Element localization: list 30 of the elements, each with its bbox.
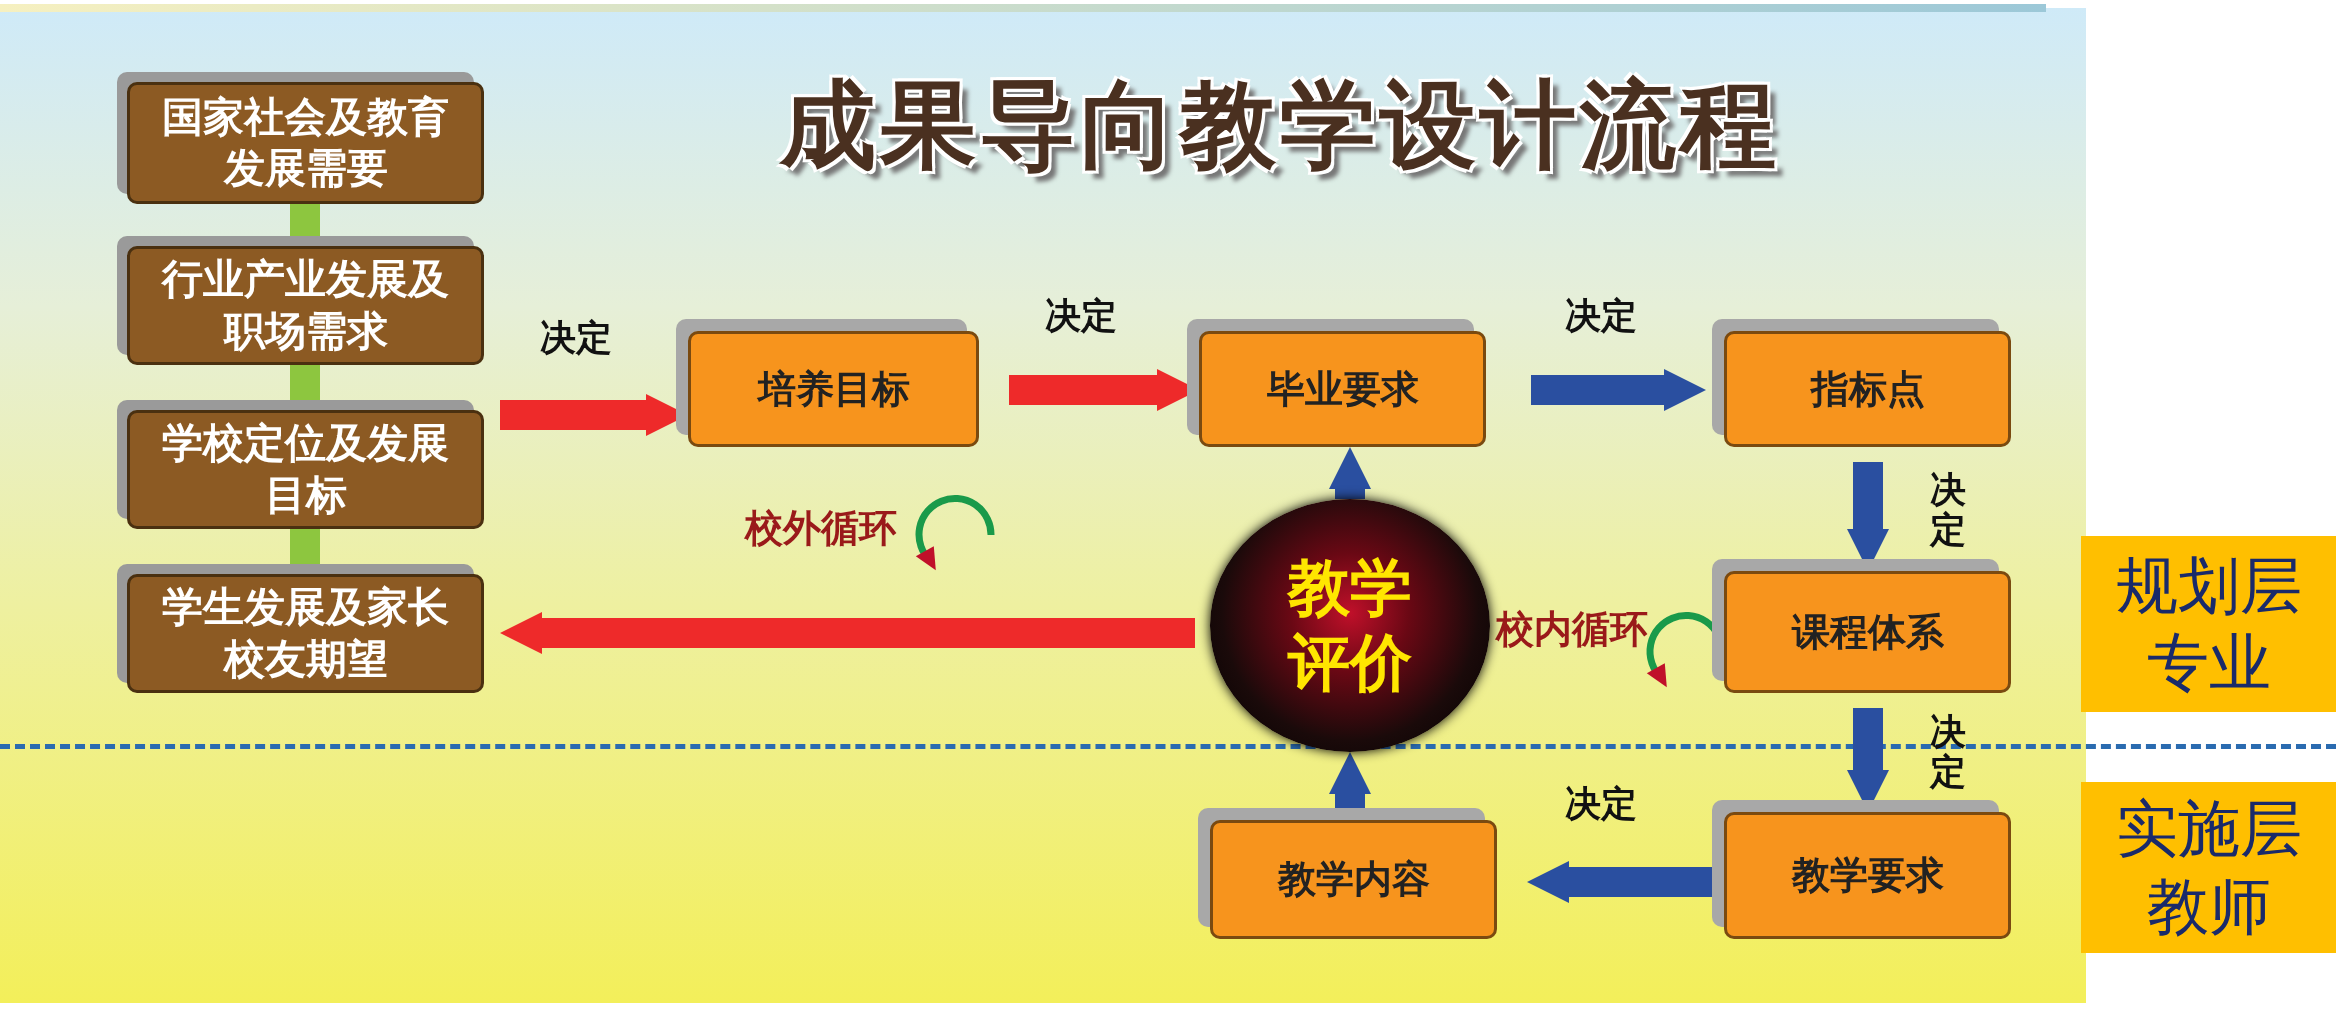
edge-label: 决定 — [1565, 784, 1637, 824]
edge-label: 决定 — [540, 318, 612, 358]
node-text: 教学要求 — [1791, 852, 1944, 899]
edge-label: 决定 — [1565, 296, 1637, 336]
node-text: 规划层 — [2115, 547, 2302, 624]
node-text: 国家社会及教育发展需要 — [161, 91, 450, 194]
node-text: 毕业要求 — [1266, 365, 1419, 413]
block-arrow — [500, 612, 1195, 654]
node-text: 学生发展及家长校友期望 — [161, 582, 450, 685]
node-text: 专业 — [2146, 625, 2271, 701]
node-text: 培养目标 — [757, 365, 910, 413]
node-text: 指标点 — [1810, 365, 1925, 413]
node-text: 行业产业发展及职场需求 — [160, 254, 450, 357]
edge-label: 决定 — [1045, 296, 1117, 336]
node-text: 学校定位及发展目标 — [161, 418, 450, 521]
edge-label: 决定 — [1930, 470, 1966, 550]
block-arrow — [1531, 369, 1706, 411]
node-text: 课程体系 — [1791, 608, 1944, 656]
block-arrow — [1527, 861, 1712, 903]
node-text: 教学内容 — [1277, 856, 1430, 903]
layer-box — [2081, 536, 2336, 712]
loop-label: 校外循环 — [745, 505, 897, 552]
layer-box — [2081, 782, 2336, 953]
diagram-title: 成果导向教学设计流程 — [778, 68, 1781, 183]
node-text: 教学评价 — [1286, 551, 1413, 700]
node-text: 实施层 — [2115, 791, 2302, 867]
loop-label: 校内循环 — [1496, 606, 1648, 653]
block-arrow — [1329, 447, 1371, 499]
edge-label: 决定 — [1930, 712, 1966, 792]
node-text: 教师 — [2146, 868, 2271, 945]
